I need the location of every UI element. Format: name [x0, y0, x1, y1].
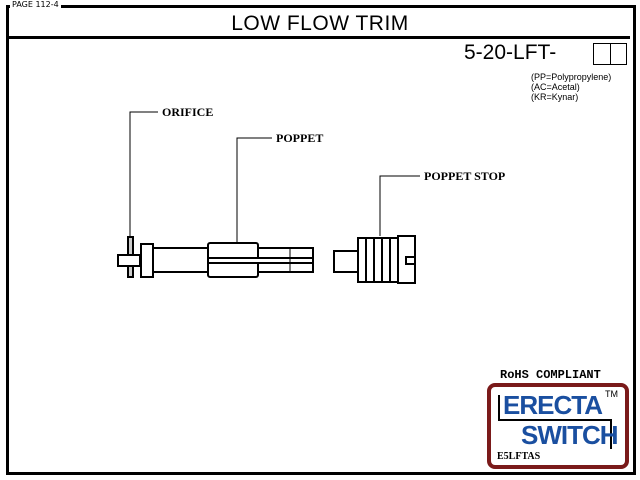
poppet-leader [236, 137, 272, 243]
drawing-code: E5LFTAS [497, 451, 541, 462]
material-kr: (KR=Kynar) [531, 92, 579, 102]
rohs-compliant-label: RoHS COMPLIANT [500, 368, 601, 382]
orifice-leader [129, 111, 158, 237]
logo-line1: ERECTA [503, 390, 603, 420]
drawing-frame [6, 5, 636, 475]
logo-line2: SWITCH [521, 420, 619, 450]
material-code-boxes [593, 43, 627, 65]
poppet-stop-part [333, 235, 416, 284]
part-number: 5-20-LFT- [464, 41, 557, 64]
poppet-stop-label: POPPET STOP [424, 169, 506, 183]
poppet-label: POPPET [276, 131, 324, 145]
material-ac: (AC=Acetal) [531, 82, 580, 92]
title-bar [6, 5, 630, 39]
page-label: PAGE 112-4 [10, 0, 61, 10]
orifice-part [117, 236, 154, 278]
orifice-label: ORIFICE [162, 105, 214, 119]
logo-trademark: TM [605, 389, 618, 399]
poppet-part [152, 242, 314, 278]
poppet-stop-leader [379, 175, 420, 236]
page-title: LOW FLOW TRIM [231, 12, 409, 35]
material-pp: (PP=Polypropylene) [531, 72, 612, 82]
erecta-switch-logo: ERECTA TM SWITCH E5LFTAS [487, 383, 629, 469]
